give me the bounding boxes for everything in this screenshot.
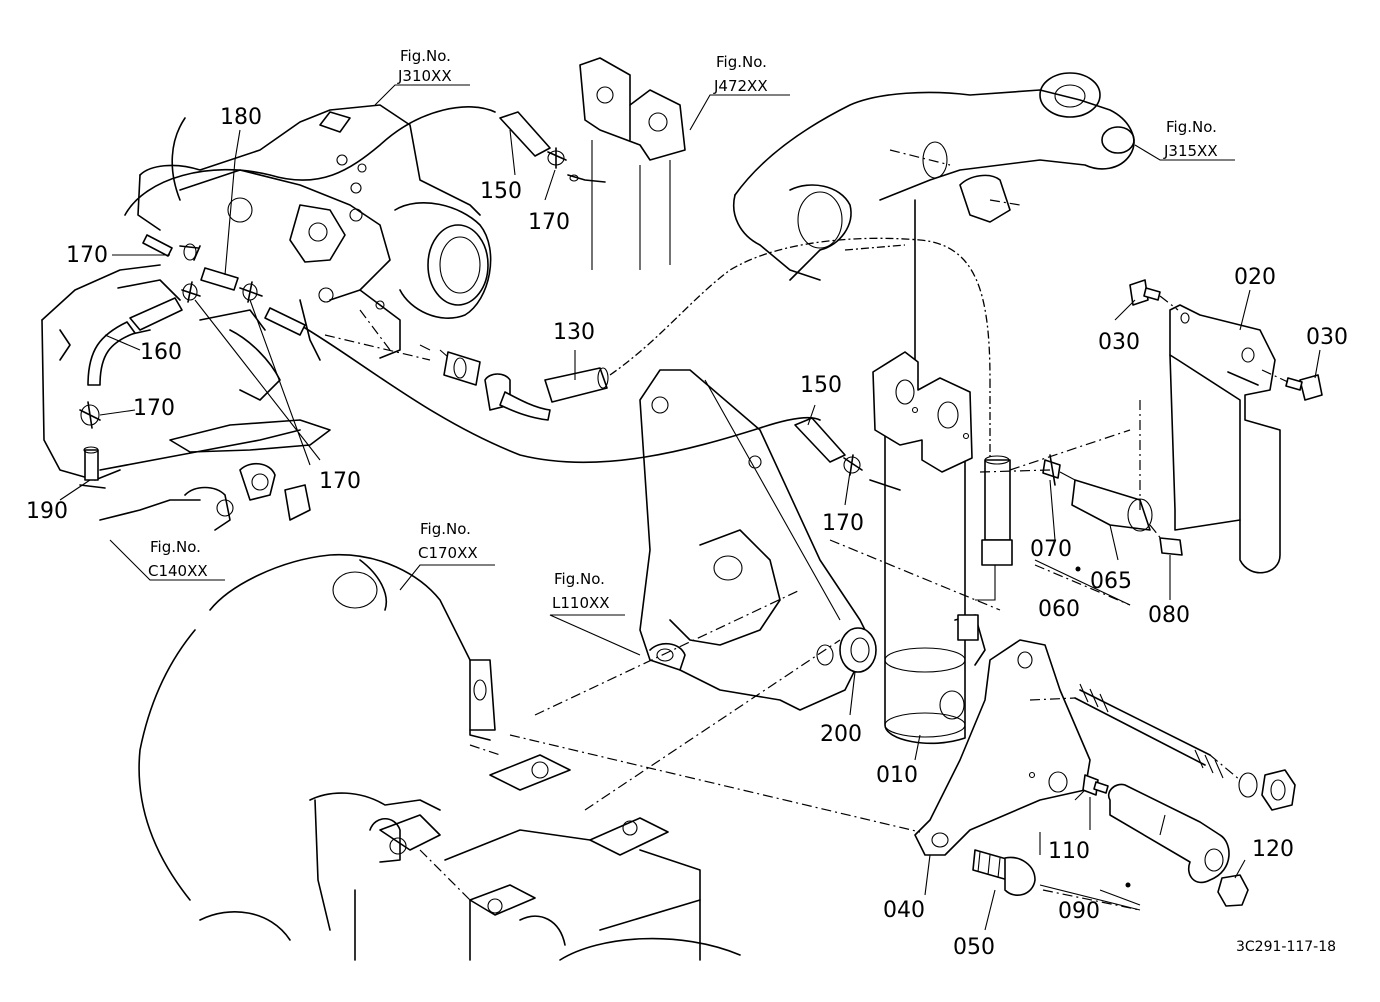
position-sensor-assembly [1042, 454, 1183, 556]
valve-block-housing [137, 104, 492, 361]
callout-110: 110 [1048, 839, 1090, 864]
bolt-030-left [1129, 279, 1179, 311]
callout-170: 170 [133, 396, 175, 421]
callout-160: 160 [140, 340, 182, 365]
callout-030: 030 [1098, 330, 1140, 355]
bolt-050 [972, 849, 1036, 896]
svg-text:Fig.No.: Fig.No. [400, 47, 451, 65]
drawing-code: 3C291-117-18 [1236, 939, 1336, 955]
callout-150: 150 [480, 179, 522, 204]
callout-170: 170 [66, 243, 108, 268]
svg-text:J310XX: J310XX [397, 67, 452, 85]
callout-150: 150 [800, 373, 842, 398]
callout-090: 090 [1058, 899, 1100, 924]
callout-200: 200 [820, 722, 862, 747]
fig-ref-j310: Fig.No. J310XX [397, 47, 452, 85]
adjusting-bolt [1074, 683, 1296, 811]
callout-170: 170 [528, 210, 570, 235]
svg-text:Fig.No.: Fig.No. [150, 538, 201, 556]
upper-bracket [579, 57, 686, 270]
callout-170: 170 [822, 511, 864, 536]
fig-ref-j315: Fig.No. J315XX [1163, 118, 1218, 160]
callout-020: 020 [1234, 265, 1276, 290]
group-brackets [1034, 564, 1141, 911]
callout-080: 080 [1148, 603, 1190, 628]
mounting-plate [639, 369, 871, 711]
hose-150-upper [499, 111, 606, 183]
callout-070: 070 [1030, 537, 1072, 562]
callout-190: 190 [26, 499, 68, 524]
sensor-rod [957, 455, 1013, 641]
fig-ref-c170: Fig.No. C170XX [418, 520, 478, 562]
sensor-bracket-020 [1169, 304, 1281, 574]
callout-060: 060 [1038, 597, 1080, 622]
lift-cylinder-010 [872, 199, 986, 745]
callout-040: 040 [883, 898, 925, 923]
lift-arm [733, 72, 1135, 281]
hydraulic-pipe-routing [124, 106, 991, 470]
callout-130: 130 [553, 320, 595, 345]
fig-ref-l110: Fig.No. L110XX [552, 570, 610, 612]
fig-ref-c140: Fig.No. C140XX [148, 538, 208, 580]
hose-150-lower [794, 417, 901, 491]
callout-030: 030 [1306, 325, 1348, 350]
rear-axle-housing [138, 553, 741, 961]
svg-text:Fig.No.: Fig.No. [420, 520, 471, 538]
fig-ref-j472: Fig.No. J472XX [713, 53, 768, 95]
elbow-pipe-130 [419, 344, 609, 421]
callout-010: 010 [876, 763, 918, 788]
svg-text:J472XX: J472XX [713, 77, 768, 95]
callout-065: 065 [1090, 569, 1132, 594]
pin-090 [1082, 774, 1249, 907]
part-callouts: 180 150 170 170 160 170 170 190 130 150 … [26, 105, 1348, 960]
callout-050: 050 [953, 935, 995, 960]
svg-text:Fig.No.: Fig.No. [716, 53, 767, 71]
svg-text:Fig.No.: Fig.No. [1166, 118, 1217, 136]
lift-link-040 [914, 639, 1091, 856]
callout-120: 120 [1252, 837, 1294, 862]
svg-text:C140XX: C140XX [148, 562, 208, 580]
svg-text:L110XX: L110XX [552, 594, 610, 612]
svg-text:Fig.No.: Fig.No. [554, 570, 605, 588]
bolt-030-right [1261, 369, 1323, 401]
leader-lines [59, 84, 1321, 931]
callout-170: 170 [319, 469, 361, 494]
svg-text:J315XX: J315XX [1163, 142, 1218, 160]
transmission-case-left [41, 264, 331, 531]
callout-180: 180 [220, 105, 262, 130]
collar-200 [839, 627, 877, 673]
svg-text:C170XX: C170XX [418, 544, 478, 562]
alignment-lines [324, 334, 1241, 833]
fittings-left [79, 234, 306, 489]
